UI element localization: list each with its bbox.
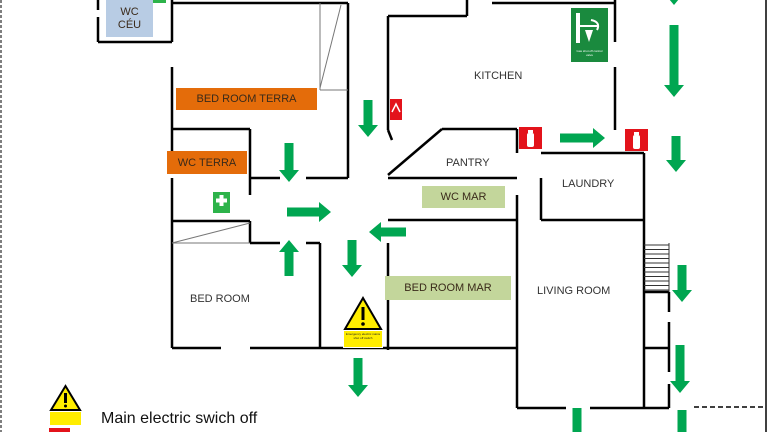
wc-mar-tag: WC MAR [422, 186, 505, 208]
gas-shutoff-sign: Gas shut off control valve [571, 8, 608, 62]
bedroom-terra-tag: BED ROOM TERRA [176, 88, 317, 110]
legend-red-swatch [49, 428, 70, 432]
bedroom-label: BED ROOM [190, 293, 250, 305]
wc-ceu-tag: WC CÉU [106, 0, 153, 37]
exit-arrow-icon [572, 408, 582, 432]
exit-arrow-icon [287, 202, 331, 222]
warning-triangle-icon [343, 296, 383, 347]
exit-arrow-icon [669, 0, 679, 5]
exit-arrow-icon [672, 265, 692, 302]
fire-extinguisher-icon [527, 133, 534, 147]
stair-line [171, 222, 251, 244]
fire-alarm-icon [390, 99, 402, 120]
exit-arrow-icon [369, 222, 406, 242]
warning-triangle-icon [49, 384, 82, 425]
wc-terra-tag: WC TERRA [167, 151, 247, 174]
gas-valve-icon [576, 13, 600, 43]
bedroom-mar-tag: BED ROOM MAR [385, 276, 511, 300]
pantry-label: PANTRY [446, 157, 490, 169]
living-room-label: LIVING ROOM [537, 285, 611, 297]
electric-shutoff-sign: Emergency electric mains shut off switch [343, 296, 383, 348]
laundry-label: LAUNDRY [562, 178, 615, 190]
fire-extinguisher-icon [633, 135, 640, 149]
exit-arrow-icon [666, 136, 686, 172]
exit-arrow-icon [677, 410, 687, 432]
exit-arrow-icon [358, 100, 378, 137]
stair-line [319, 4, 342, 89]
exit-arrow-icon [664, 25, 684, 97]
first-aid-icon [216, 198, 227, 203]
exit-arrow-icon [670, 345, 690, 393]
exit-arrow-icon [279, 240, 299, 276]
exit-arrow-icon [348, 358, 368, 397]
fire-alarm-icon [391, 102, 401, 113]
fire-extinguisher-icon [634, 132, 639, 135]
gas-shutoff-sign-text: Gas shut off control valve [576, 49, 603, 57]
wc-ceu-sign-icon [153, 0, 166, 3]
wall [387, 128, 443, 176]
exit-arrow-icon [560, 128, 605, 148]
exit-arrow-icon [342, 240, 362, 277]
wall [386, 129, 394, 141]
legend-electric-label: Main electric swich off [101, 410, 258, 427]
kitchen-label: KITCHEN [474, 70, 523, 82]
electric-shutoff-sign-text: Emergency electric mains shut off switch [345, 332, 381, 340]
fire-extinguisher-icon [528, 130, 533, 133]
exit-arrow-icon [279, 143, 299, 182]
legend-electric-sign [49, 384, 82, 426]
